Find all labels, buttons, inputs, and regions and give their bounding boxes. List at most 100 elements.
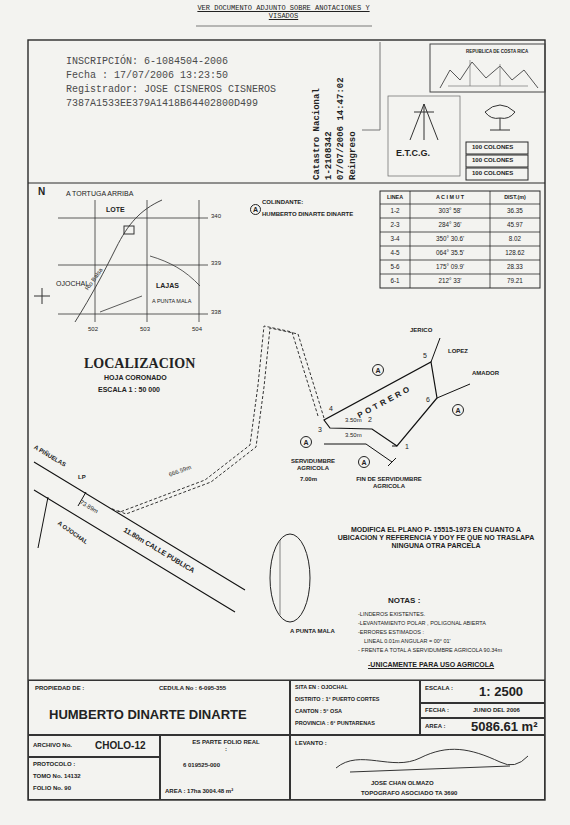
label: 73.89m [78,499,99,515]
cell-text: PROPIEDAD DE : [35,685,84,692]
marker-letter: A [361,459,366,466]
table-cell: 28.33 [490,263,540,270]
colindante-marker: A [250,204,261,215]
table-cell: 128.62 [490,249,540,256]
label: HUMBERTO DINARTE DINARTE [262,211,353,218]
label: Catastro Nacional [312,88,322,180]
table-cell: 064° 35.5' [410,249,490,256]
label: 340 [211,213,221,220]
label: 100 COLONES [472,157,513,164]
registration-text: 7387A1533EE379A1418B64402800D499 [66,98,258,110]
label: 100 COLONES [472,170,513,177]
cell-text: CANTON : 5° OSA [295,708,342,714]
table-cell: LINEA [380,194,410,200]
registration-box: INSCRIPCIÓN: 6-1084504-2006Fecha : 17/07… [30,42,380,130]
label: REPUBLICA DE COSTA RICA [466,49,528,54]
label: LAJAS [156,282,179,290]
label: 502 [88,326,98,333]
table-cell: 175° 09.9' [410,263,490,270]
cell-text: LEVANTO : [295,740,327,747]
title-cell: PROPIEDAD DE : CEDULA No : 6-095-355HUMBE… [28,680,290,735]
label: 666.59m [168,464,192,478]
cell-text: PROVINCIA : 6° PUNTARENAS [295,720,375,726]
label: E.T.C.G. [396,148,430,158]
label: 3.50m [345,432,362,439]
marker-letter: A [455,407,460,414]
title-cell: ESCALA :1: 2500 [420,680,545,703]
label: 4 [329,405,333,413]
label: 6 [426,396,430,404]
label: 3.50m [345,417,362,424]
label: COLINDANTE: [262,199,303,206]
marker-letter: A [375,367,380,374]
label: Rio Balsa [84,267,104,292]
label: POTRERO [356,384,414,421]
label: JERICO [410,327,432,334]
label: 2 [368,416,372,424]
label: -ERRORES ESTIMADOS : [358,629,424,635]
table-cell: DIST.(m) [490,194,540,200]
cell-text: 5086.61 m² [471,720,538,735]
label: LOTE [106,206,125,214]
cell-text: CEDULA No : 6-095-355 [159,685,226,692]
label: FIN DE SERVIDUMBRE AGRICOLA [356,476,422,490]
table-cell: 2-3 [380,221,410,228]
label: ESCALA 1 : 50 000 [98,386,160,394]
registration-text: Registrador: JOSE CISNEROS CISNEROS [66,84,276,96]
table-cell: 6-1 [380,277,410,284]
label: A TORTUGA ARRIBA [66,190,133,198]
colindante-marker: A [300,436,312,448]
table-cell: 79.21 [490,277,540,284]
cell-text: 6 019525-000 [183,762,220,769]
label: A PUNTA MALA [290,628,335,635]
cell-text: JUNIO DEL 2006 [473,707,520,714]
cell-text: FOLIO No. 90 [33,785,71,792]
label: Reingreso [348,131,358,180]
label: 1-2108342 [324,131,334,180]
registration-text: INSCRIPCIÓN: 6-1084504-2006 [66,56,228,68]
table-cell: A C I M U T [410,194,490,200]
cell-text: AREA : [425,723,445,730]
cell-text: JOSE CHAN OLMAZO [371,780,434,787]
cell-text: CHOLO-12 [95,740,146,752]
cell-text: ESCALA : [425,685,453,692]
label: HOJA CORONADO [104,374,167,382]
cell-text: TOMO No. 14132 [33,773,81,780]
label: N [38,186,45,198]
marker-letter: A [253,206,258,213]
cell-text: HUMBERTO DINARTE DINARTE [49,708,247,723]
cell-text: ES PARTE FOLIO REAL : [191,739,261,753]
label: 339 [211,260,221,267]
cell-text: PROTOCOLO : [33,761,75,768]
label: 504 [192,326,202,333]
cell-text: ARCHIVO No. [33,742,72,749]
label: 338 [211,309,221,316]
label: 503 [140,326,150,333]
label: LOCALIZACION [84,356,195,372]
table-cell: 8.02 [490,235,540,242]
table-cell: 212° 33' [410,277,490,284]
label: -UNICAMENTE PARA USO AGRICOLA [368,661,494,669]
label: 1 [405,443,409,451]
label: 5 [423,352,427,360]
label: LP [78,474,86,481]
cell-text: AREA : 17ha 3004.48 m² [165,788,233,795]
colindante-marker: A [358,456,370,468]
label: OJOCHAL [56,280,89,288]
label: AMADOR [472,370,499,377]
title-cell: SITA EN : OJOCHALDISTRITO : 1° PUERTO CO… [290,680,420,735]
cell-text: DISTRITO : 1° PUERTO CORTES [295,696,380,702]
label: A OJOCHAL [56,520,89,546]
label: - FRENTE A TOTAL A SERVIDUMBRE AGRICOLA … [358,647,502,653]
marker-letter: A [303,439,308,446]
colindante-marker: A [372,364,384,376]
label: 100 COLONES [472,144,513,151]
title-cell: LEVANTO :JOSE CHAN OLMAZOTOPOGRAFO ASOCI… [290,735,545,800]
table-cell: 36.35 [490,207,540,214]
label: A PIÑUELAS [32,444,67,469]
title-cell: FECHA :JUNIO DEL 2006 [420,703,545,718]
label: MODIFICA EL PLANO P- 15515-1973 EN CUANT… [332,526,540,550]
table-cell: 284° 36' [410,221,490,228]
label: 11.80m CALLE PUBLICA [122,526,196,575]
